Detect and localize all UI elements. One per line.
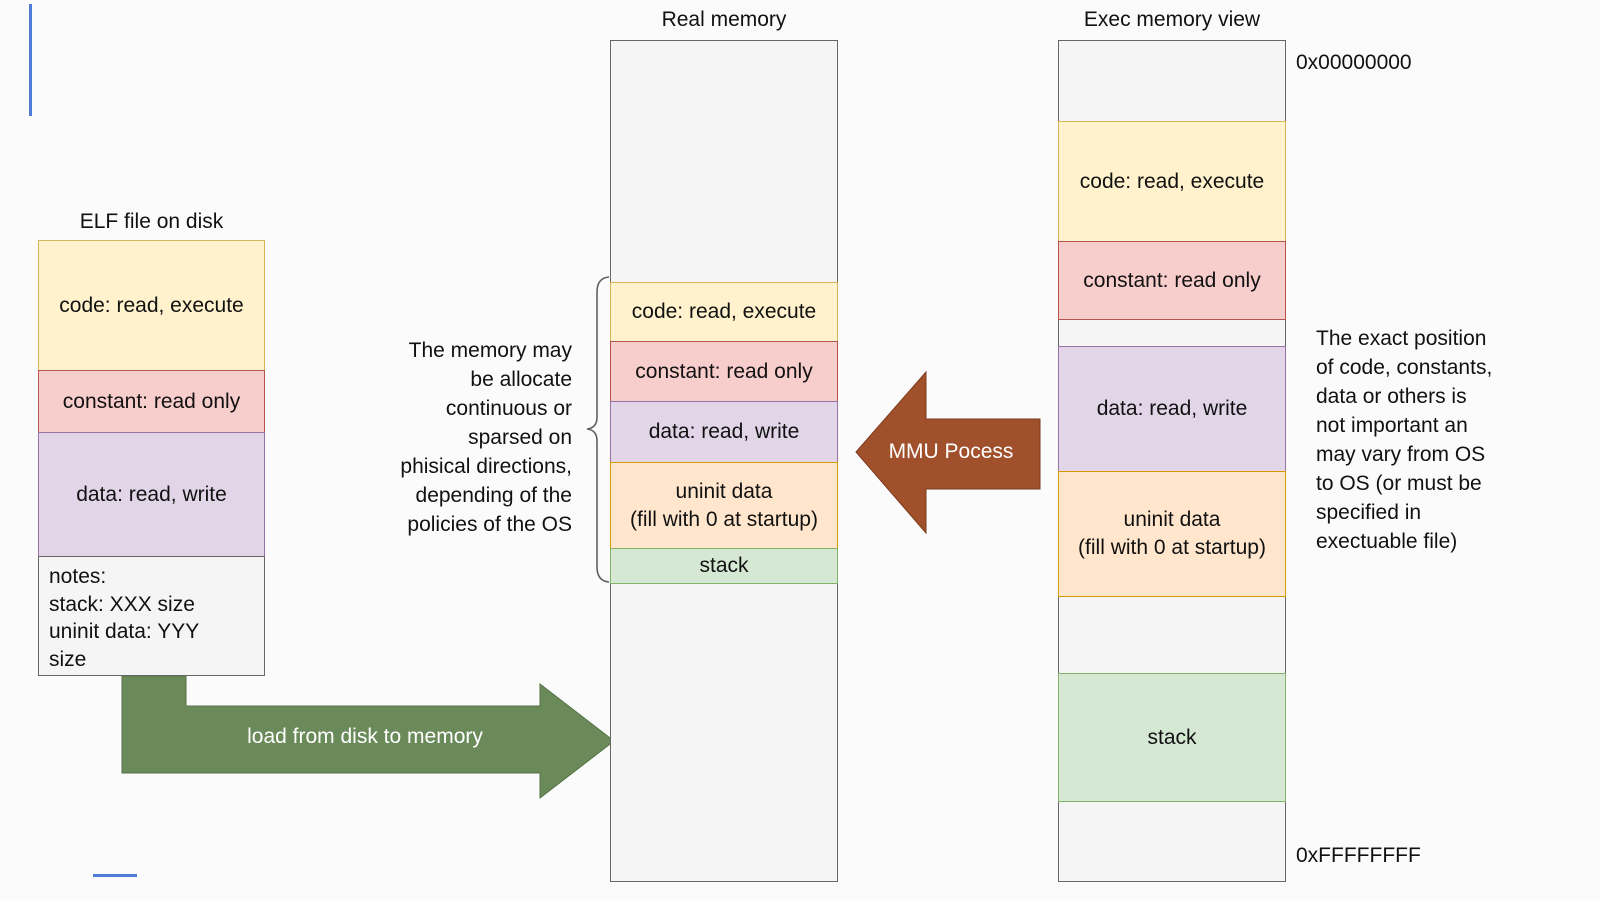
exec-memory-box: code: read, execute constant: read only …	[1058, 40, 1286, 882]
real-memory-box: code: read, execute constant: read only …	[610, 40, 838, 882]
real-segment-code: code: read, execute	[610, 282, 838, 342]
real-segment-data: data: read, write	[610, 401, 838, 463]
load-arrow-label: load from disk to memory	[247, 725, 483, 748]
elf-segment-constant: constant: read only	[38, 370, 265, 433]
real-memory-title: Real memory	[661, 8, 787, 31]
memory-allocation-note: The memory may be allocate continuous or…	[400, 339, 572, 536]
elf-segment-data: data: read, write	[38, 432, 265, 557]
elf-segment-code: code: read, execute	[38, 240, 265, 371]
address-bottom: 0xFFFFFFFF	[1296, 844, 1421, 867]
frame-fragment-left	[29, 4, 32, 116]
exec-segment-constant: constant: read only	[1058, 241, 1286, 320]
elf-title: ELF file on disk	[79, 210, 224, 233]
address-top: 0x00000000	[1296, 51, 1412, 74]
real-segment-constant: constant: read only	[610, 341, 838, 402]
real-segment-uninit: uninit data (fill with 0 at startup)	[610, 462, 838, 549]
frame-fragment-bottom	[93, 874, 137, 877]
exec-segment-data: data: read, write	[1058, 346, 1286, 472]
elf-box: code: read, execute constant: read only …	[38, 240, 265, 676]
curly-brace	[586, 276, 610, 583]
exec-memory-title: Exec memory view	[1083, 8, 1261, 31]
mmu-arrow-label: MMU Pocess	[888, 440, 1014, 463]
elf-segment-notes: notes: stack: XXX size uninit data: YYY …	[38, 556, 265, 676]
exec-segment-uninit: uninit data (fill with 0 at startup)	[1058, 471, 1286, 597]
real-segment-stack: stack	[610, 548, 838, 584]
exec-position-note: The exact position of code, constants, d…	[1316, 327, 1493, 553]
exec-segment-stack: stack	[1058, 673, 1286, 802]
exec-segment-code: code: read, execute	[1058, 121, 1286, 242]
